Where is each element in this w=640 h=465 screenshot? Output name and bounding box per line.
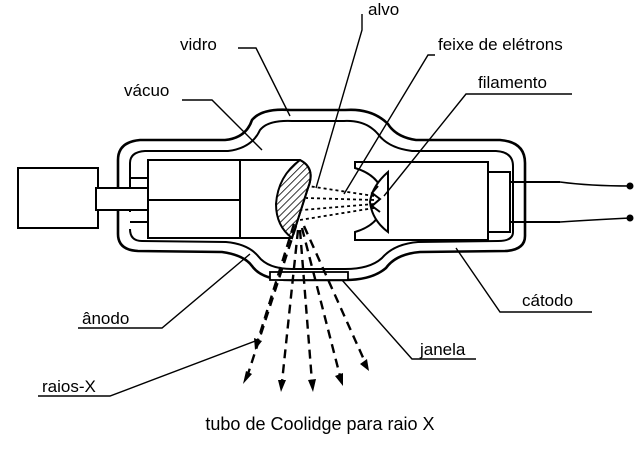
label-vacuo: vácuo bbox=[124, 81, 169, 100]
label-anodo: ânodo bbox=[82, 309, 129, 328]
leader-lines bbox=[38, 14, 592, 397]
leader-anodo bbox=[78, 253, 251, 329]
label-catodo: cátodo bbox=[522, 291, 573, 310]
diagram-caption: tubo de Coolidge para raio X bbox=[205, 414, 434, 434]
focusing-cup bbox=[368, 169, 389, 235]
cathode-assembly bbox=[354, 161, 634, 241]
glass-envelope bbox=[116, 108, 527, 282]
leader-raios bbox=[38, 339, 259, 397]
terminal-dot-bottom bbox=[626, 214, 634, 222]
anode-assembly bbox=[17, 158, 312, 240]
cathode-rear bbox=[487, 171, 511, 233]
label-raios: raios-X bbox=[42, 377, 96, 396]
leader-janela bbox=[341, 279, 476, 360]
leader-filamento bbox=[383, 93, 572, 197]
anode-stem bbox=[95, 187, 149, 211]
leader-vidro bbox=[238, 47, 291, 117]
filament-coil bbox=[370, 185, 382, 213]
label-janela: janela bbox=[419, 340, 466, 359]
label-alvo: alvo bbox=[368, 0, 399, 19]
label-filamento: filamento bbox=[478, 73, 547, 92]
leader-feixe bbox=[343, 54, 435, 195]
label-vidro: vidro bbox=[180, 35, 217, 54]
leader-catodo bbox=[455, 247, 592, 313]
window bbox=[269, 271, 349, 281]
anode-outer-cap bbox=[17, 167, 99, 229]
leader-vacuo bbox=[182, 99, 263, 151]
electron-beam bbox=[299, 185, 375, 221]
leader-alvo bbox=[315, 14, 363, 189]
target-plate bbox=[274, 158, 312, 240]
label-feixe: feixe de elétrons bbox=[438, 35, 563, 54]
terminal-dot-top bbox=[626, 182, 634, 190]
x-ray-beams bbox=[243, 223, 369, 392]
